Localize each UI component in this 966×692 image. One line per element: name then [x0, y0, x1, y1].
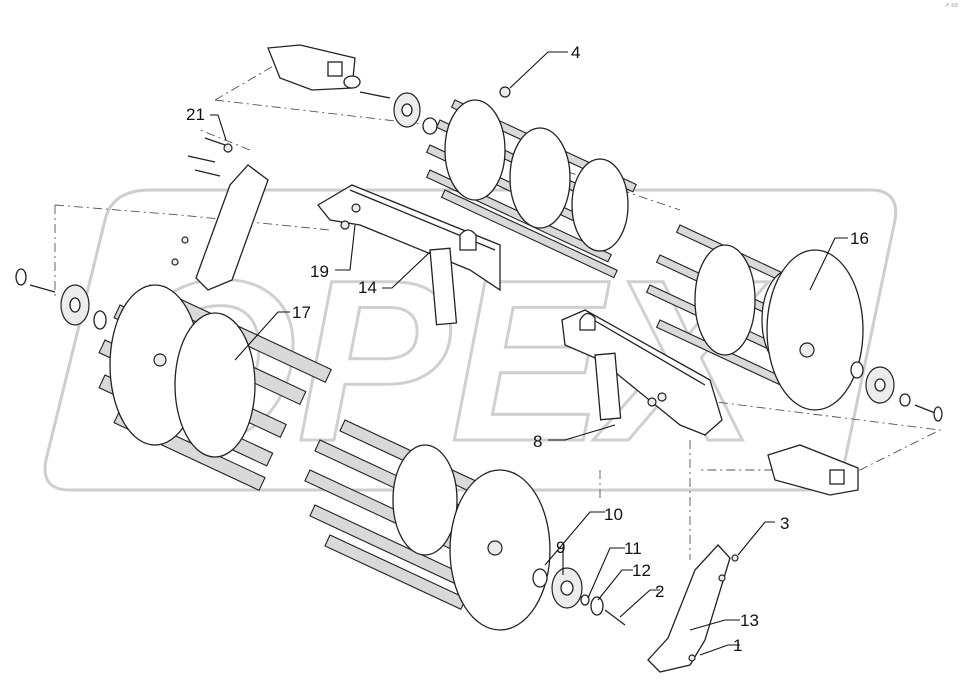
callout-8: 8: [533, 432, 542, 451]
left-bearing: [15, 268, 107, 330]
bolts-21: [187, 137, 233, 177]
roller-left: [98, 284, 332, 492]
callout-17: 17: [292, 303, 311, 322]
top-bearing: [359, 91, 438, 135]
callout-9: 9: [556, 538, 565, 557]
callouts: 1 2 3 4 8 9 10 11 12 13 14 16 17 19 21: [186, 43, 869, 655]
frame-beam-left: [317, 184, 501, 326]
frame-beam-right: [561, 309, 723, 436]
roller-bottom: [304, 419, 551, 631]
lower-right-plate: [767, 444, 859, 496]
top-bracket: [267, 44, 361, 91]
callout-14: 14: [358, 278, 377, 297]
callout-3: 3: [780, 514, 789, 533]
leader-lines: [210, 51, 848, 656]
callout-21: 21: [186, 105, 205, 124]
callout-16: 16: [850, 229, 869, 248]
callout-10: 10: [604, 505, 623, 524]
callout-13: 13: [740, 611, 759, 630]
callout-19: 19: [310, 262, 329, 281]
callout-11: 11: [624, 539, 642, 558]
callout-4: 4: [571, 43, 580, 62]
roller-top: [425, 86, 637, 279]
roller-right: [645, 224, 943, 422]
callout-12: 12: [632, 561, 651, 580]
left-upright: [171, 164, 269, 291]
bottom-right-bracket: [647, 544, 739, 673]
callout-1: 1: [733, 636, 742, 655]
bottom-bearing: [532, 567, 626, 626]
callout-2: 2: [655, 582, 664, 601]
corner-mark: ↗ ≡≡: [944, 3, 958, 9]
